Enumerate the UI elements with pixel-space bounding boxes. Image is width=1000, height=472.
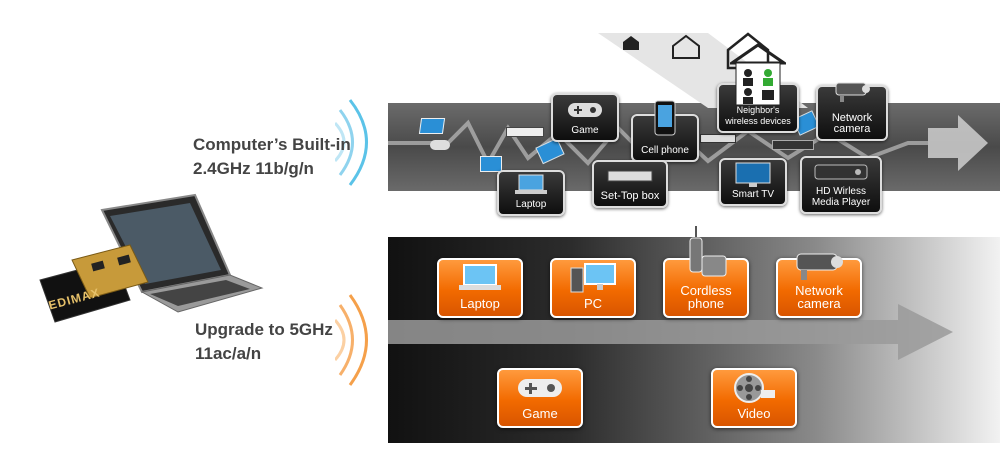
small-device-bar-2 (700, 134, 736, 143)
tile-game-5g: Game (497, 368, 583, 428)
tile-set-top-box-2g4: Set-Top box (592, 160, 668, 208)
people-icon (730, 43, 786, 106)
laptop-icon (459, 264, 501, 290)
signal-waves-5g (335, 294, 368, 386)
media-player-label: HD Wirless Media Player (811, 186, 871, 208)
network-camera-icon (835, 82, 870, 102)
tile-laptop-5g: Laptop (437, 258, 523, 318)
tile-video-5g: Video (711, 368, 797, 428)
neighbors-label: Neighbor's wireless devices (725, 105, 791, 126)
tile-game-2g4: Game (551, 93, 619, 142)
gamepad-icon (568, 103, 602, 117)
built-in-label-line1: Computer’s Built-in (193, 135, 351, 154)
smart-tv-icon (735, 162, 771, 187)
film-reel-icon (734, 373, 775, 403)
small-device-bar-1 (506, 127, 544, 137)
tile-neighbors-devices: Neighbor's wireless devices (717, 43, 799, 133)
media-player-icon (814, 164, 868, 180)
tile-cell-phone-2g4: Cell phone (631, 100, 699, 162)
built-in-label: Computer’s Built-in 2.4GHz 11b/g/n (193, 133, 351, 181)
tile-smart-tv-2g4: Smart TV (719, 158, 787, 206)
laptop-with-adapter-illustration (39, 193, 264, 323)
tile-pc-5g: PC (550, 258, 636, 318)
signal-waves-2g4 (335, 99, 368, 186)
network-camera-label-5g: Network camera (795, 283, 843, 311)
cordless-label: Cordless phone (680, 283, 732, 311)
small-device-bar-3 (772, 140, 814, 150)
set-top-box-icon (607, 170, 653, 182)
laptop-icon (515, 174, 547, 194)
built-in-label-line2: 2.4GHz 11b/g/n (193, 159, 314, 178)
band-5g-arrow (388, 304, 953, 360)
tile-cordless-phone-5g: Cordless phone (663, 226, 749, 318)
gamepad-icon (518, 379, 562, 397)
network-camera-label-2g4: Network camera (831, 112, 873, 135)
small-game-icon-1 (430, 140, 450, 150)
cell-phone-icon (654, 100, 676, 136)
upgrade-label: Upgrade to 5GHz 11ac/a/n (195, 318, 333, 366)
tile-media-player-2g4: HD Wirless Media Player (800, 156, 882, 214)
small-laptop-icon-2 (480, 156, 502, 172)
tile-network-camera-5g: Network camera (776, 253, 862, 318)
tile-network-camera-2g4: Network camera (816, 82, 888, 141)
cordless-phone-icon (689, 226, 727, 277)
upgrade-label-line1: Upgrade to 5GHz (195, 320, 333, 339)
tile-laptop-2g4: Laptop (497, 170, 565, 216)
pc-icon (570, 263, 616, 293)
network-camera-icon (796, 253, 843, 280)
upgrade-label-line2: 11ac/a/n (195, 344, 262, 363)
small-laptop-icon-1 (418, 118, 446, 134)
